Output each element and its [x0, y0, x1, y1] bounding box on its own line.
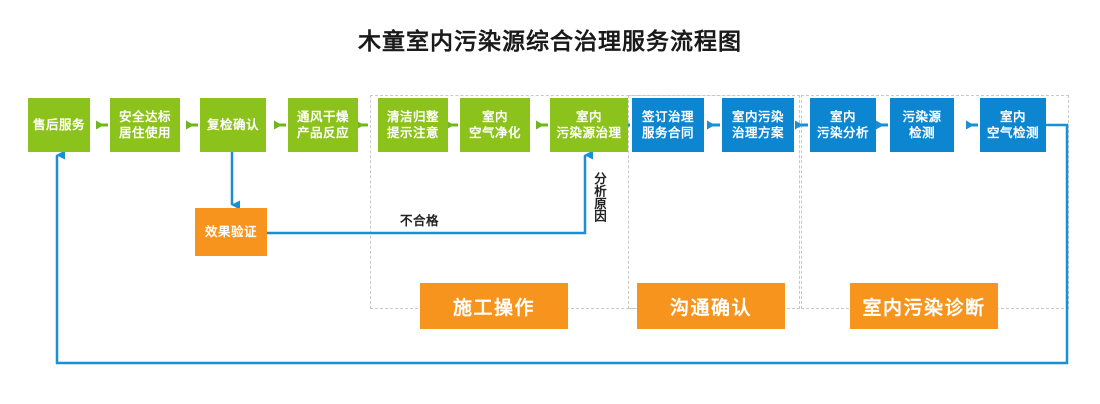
node-effect-verification[interactable]: 效果验证 — [195, 208, 267, 256]
banner-label: 沟通确认 — [669, 296, 752, 319]
node-label: 污染源 检测 — [902, 109, 942, 140]
node-label: 复检确认 — [206, 117, 259, 132]
node-ventilation-drying-reaction[interactable]: 通风干燥 产品反应 — [288, 98, 358, 152]
node-label: 室内 空气净化 — [468, 109, 521, 140]
node-label: 安全达标 居住使用 — [118, 109, 171, 140]
page-title: 木童室内污染源综合治理服务流程图 — [358, 29, 742, 55]
node-indoor-air-purification[interactable]: 室内 空气净化 — [460, 98, 530, 152]
node-label: 签订治理 服务合同 — [641, 109, 694, 140]
node-label: 室内 空气检测 — [986, 109, 1039, 140]
node-indoor-pollution-source-treatment[interactable]: 室内 污染源治理 — [550, 98, 628, 152]
node-recheck-confirm[interactable]: 复检确认 — [200, 98, 266, 152]
node-label: 效果验证 — [204, 224, 257, 239]
banner-label: 施工操作 — [452, 296, 535, 319]
banner-construction-operation[interactable]: 施工操作 — [420, 283, 568, 329]
node-label: 通风干燥 产品反应 — [296, 109, 349, 140]
edge-label-unqualified: 不合格 — [400, 213, 440, 228]
node-indoor-air-detection[interactable]: 室内 空气检测 — [980, 98, 1046, 152]
node-after-sales-service[interactable]: 售后服务 — [28, 98, 90, 152]
node-label: 售后服务 — [32, 117, 85, 132]
node-pollution-source-detection[interactable]: 污染源 检测 — [890, 98, 954, 152]
node-label: 室内污染 治理方案 — [731, 109, 784, 140]
node-label: 室内 污染源治理 — [556, 109, 622, 140]
node-label: 清洁归整 提示注意 — [386, 109, 439, 140]
banner-indoor-pollution-diagnosis[interactable]: 室内污染诊断 — [850, 283, 998, 329]
node-indoor-pollution-treatment-plan[interactable]: 室内污染 治理方案 — [722, 98, 794, 152]
node-indoor-pollution-analysis[interactable]: 室内 污染分析 — [810, 98, 876, 152]
node-safety-standard-occupancy[interactable]: 安全达标 居住使用 — [110, 98, 180, 152]
edge-label-analyze-reason: 分析原因 — [592, 172, 607, 222]
banner-label: 室内污染诊断 — [862, 296, 986, 319]
banner-communication-confirmation[interactable]: 沟通确认 — [637, 283, 785, 329]
node-label: 室内 污染分析 — [816, 109, 869, 140]
node-cleanup-notice[interactable]: 清洁归整 提示注意 — [378, 98, 448, 152]
node-sign-treatment-service-contract[interactable]: 签订治理 服务合同 — [632, 98, 704, 152]
